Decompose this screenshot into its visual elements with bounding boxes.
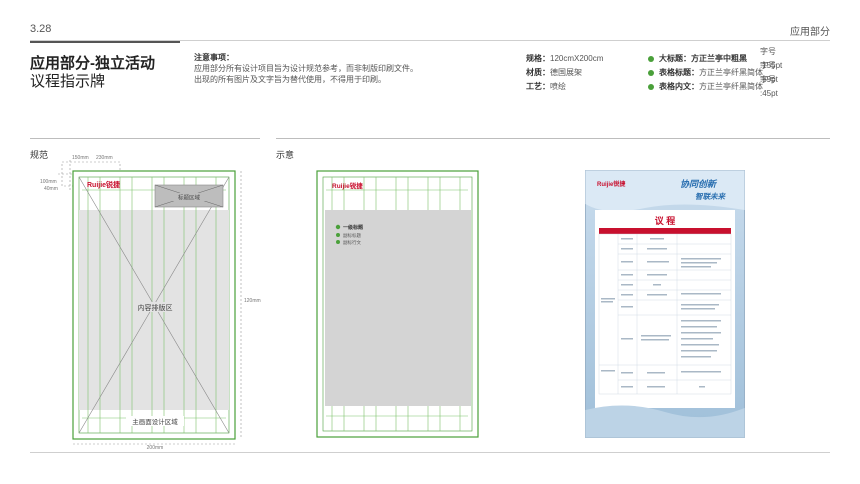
font-spec-font: 方正兰亭纤黑简体 [699,68,763,77]
section-divider [276,138,830,139]
agenda-table-header [599,228,731,234]
demo-diagram: Ruijie锐捷 一级标题 副标标题 副标行文 [316,170,479,438]
section-tag: 应用部分 [790,27,830,38]
page-subtitle: 议程指示牌 [30,73,106,90]
font-spec-label: 表格内文： [659,82,699,91]
content-area-label: 内容排版区 [138,303,173,312]
font-spec-size: 字号 :59pt [760,61,778,84]
header-accent-bar [30,41,180,43]
dim-150-label: 150mm [72,155,89,161]
specs-block: 规格：120cmX200cm 材质：德国展架 工艺：喷绘 [526,52,603,94]
font-spec-row: 表格标题： 方正兰亭纤黑简体 字号 :59pt [648,61,778,84]
dim-40-label: 40mm [44,186,58,192]
notes-line: 出现的所有图片及文字旨为替代使用，不得用于印刷。 [194,75,386,84]
section-divider [30,138,260,139]
title-area-label: 标题区域 [178,194,201,202]
title-area-label-bg [173,193,205,201]
level3-text: 副标行文 [343,239,361,246]
content-area-fill [325,210,471,406]
page-title: 应用部分-独立活动 [30,55,155,72]
dim-width-label: 200mm [147,445,164,450]
spec-process-label: 工艺： [526,82,550,91]
dim-230-label: 230mm [96,155,113,161]
bullet-icon [648,84,654,90]
sample-footer-bg [585,405,745,438]
bullet-icon [648,56,654,62]
sample-mockup: Ruijie锐捷 协同创新 智联未来 议 程 [585,170,745,438]
footer-area-label-bg [126,416,184,426]
dim-100-label: 100mm [40,179,57,185]
notes-heading: 注意事项： [194,53,234,62]
banner-text: 智联未来 [695,192,726,201]
font-spec-font: 方正兰亭中粗黑 [691,54,747,63]
logo-text: Ruijie锐捷 [332,181,363,190]
spec-diagram: 150mm 230mm 100mm 40mm Ruijie锐捷 标题区域 内容排… [40,155,261,450]
banner-text: 协同创新 [680,179,718,189]
notes-line: 应用部分所有设计项目旨为设计规范参考，而非制版印刷文件。 [194,64,418,73]
dim-height-label: 120mm [244,298,261,304]
level1-heading: 一级标题 [343,224,364,231]
demo-section-label: 示意 [276,150,295,160]
bullet-icon [336,233,340,237]
spec-process-value: 喷绘 [550,82,566,91]
footer-area-label: 主画面设计区域 [132,417,178,426]
page-number: 3.28 [30,23,52,35]
bullet-icon [335,224,341,230]
font-spec-row: 表格内文： 方正兰亭纤黑简体 字号 :45pt [648,75,778,98]
notes-block: 注意事项： 应用部分所有设计项目旨为设计规范参考，而非制版印刷文件。 出现的所有… [194,52,418,85]
font-specs: 大标题： 方正兰亭中粗黑 字号 :155pt 表格标题： 方正兰亭纤黑简体 字号… [648,47,782,98]
logo-text: Ruijie锐捷 [597,180,626,188]
logo-text: Ruijie锐捷 [87,180,121,189]
font-spec-size: 字号 :45pt [760,75,778,98]
spec-size-label: 规格： [526,54,550,63]
bullet-icon [648,70,654,76]
spec-material-label: 材质： [526,68,550,77]
sample-header-bg [585,170,745,212]
content-area-label-bg [134,302,176,312]
header-divider [30,40,830,41]
spec-size-value: 120cmX200cm [550,54,604,63]
agenda-table-grid [598,233,732,395]
level2-heading: 副标标题 [343,232,361,239]
font-spec-label: 大标题： [659,54,691,63]
agenda-title: 议 程 [655,215,676,226]
board-margin [322,176,473,432]
footer-divider [30,452,830,453]
spec-section-label: 规范 [30,150,49,160]
bullet-icon [336,240,340,244]
font-spec-label: 表格标题： [659,68,699,77]
spec-material-value: 德国展架 [550,68,582,77]
font-spec-size: 字号 :155pt [760,47,783,70]
agenda-table-placeholder-text [601,238,721,388]
font-spec-row: 大标题： 方正兰亭中粗黑 字号 :155pt [648,47,782,70]
font-spec-font: 方正兰亭纤黑简体 [699,82,763,91]
